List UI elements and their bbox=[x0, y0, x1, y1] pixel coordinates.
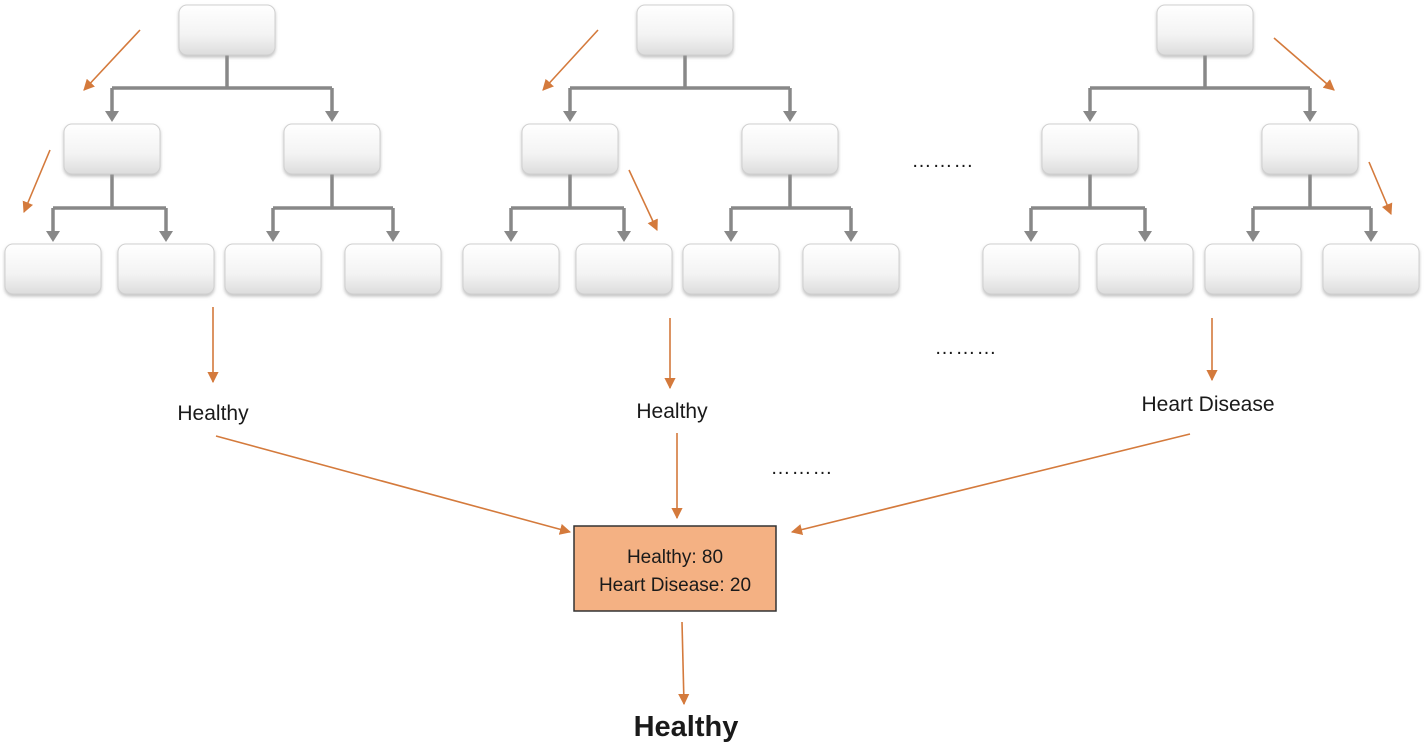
tally-to-final-arrow bbox=[678, 621, 690, 706]
tree-3-vote: Heart Disease bbox=[1141, 393, 1274, 416]
trees-layer bbox=[4, 4, 1420, 295]
tree-1-left-arrow-1-head bbox=[46, 231, 60, 242]
tree-1-leaf-node-2 bbox=[117, 243, 215, 295]
tree-3-right-arrow-2-head bbox=[1364, 231, 1378, 242]
final-prediction: Healthy bbox=[634, 711, 739, 743]
tree-1-internal-node-1 bbox=[63, 123, 161, 175]
tree-1-root-arrow-2-head bbox=[325, 111, 339, 122]
decision-tree-3 bbox=[982, 4, 1420, 295]
tree-1-path-arrow-2 bbox=[22, 149, 51, 214]
tree-1-root-node bbox=[178, 4, 276, 56]
text-layer: Healthy Healthy Heart Disease ……… ……… ……… bbox=[177, 150, 1274, 743]
tree-2-path-arrow-1 bbox=[542, 29, 599, 91]
tree-3-left-arrow-1-head bbox=[1024, 231, 1038, 242]
trees-ellipsis: ……… bbox=[912, 150, 975, 172]
votes-ellipsis: ……… bbox=[935, 337, 998, 359]
tree-3-leaf-node-4 bbox=[1322, 243, 1420, 295]
tree-1-leaf-node-4 bbox=[344, 243, 442, 295]
tree-3-left-arrow-2-head bbox=[1138, 231, 1152, 242]
tree-1-vote: Healthy bbox=[177, 402, 249, 425]
tree-2-leaf-node-1 bbox=[462, 243, 560, 295]
tree-2-left-arrow-1-head bbox=[504, 231, 518, 242]
vote-tally-box bbox=[573, 525, 777, 612]
tree-2-right-arrow-2-head bbox=[844, 231, 858, 242]
tree-2-right-arrow-1-head bbox=[724, 231, 738, 242]
tree-1-path-arrow-1 bbox=[83, 29, 141, 91]
tree-2-internal-node-2 bbox=[741, 123, 839, 175]
tree-1-leaf-node-3 bbox=[224, 243, 322, 295]
tree-2-root-node bbox=[636, 4, 734, 56]
tree-1-left-arrow-2-head bbox=[159, 231, 173, 242]
tree-3-leaf-node-3 bbox=[1204, 243, 1302, 295]
tree-2-leaf-node-2 bbox=[575, 243, 673, 295]
tree-3-internal-node-1 bbox=[1041, 123, 1139, 175]
tree-3-right-arrow-1-head bbox=[1246, 231, 1260, 242]
decision-tree-1 bbox=[4, 4, 442, 295]
tree-2-leaf-node-3 bbox=[682, 243, 780, 295]
tree-2-leaf-node-4 bbox=[802, 243, 900, 295]
tree-1-right-arrow-2-head bbox=[386, 231, 400, 242]
tree-3-leaf-node-1 bbox=[982, 243, 1080, 295]
tree-2-path-arrow-2 bbox=[628, 169, 658, 232]
tree-1-leaf-node-1 bbox=[4, 243, 102, 295]
tree-2-left-arrow-2-head bbox=[617, 231, 631, 242]
tree-3-path-arrow-1 bbox=[1273, 37, 1335, 91]
tree-2-root-arrow-1-head bbox=[563, 111, 577, 122]
tree-3-root-node bbox=[1156, 4, 1254, 56]
tree-1-root-arrow-1-head bbox=[105, 111, 119, 122]
tree-1-right-arrow-1-head bbox=[266, 231, 280, 242]
decision-tree-2 bbox=[462, 4, 900, 295]
tree-2-internal-node-1 bbox=[521, 123, 619, 175]
vote-3-to-tally-arrow bbox=[790, 433, 1191, 536]
tree-2-root-arrow-2-head bbox=[783, 111, 797, 122]
flow-layer bbox=[22, 29, 1393, 706]
tree-3-root-arrow-1-head bbox=[1083, 111, 1097, 122]
aggregate-ellipsis: ……… bbox=[771, 457, 834, 479]
tally-healthy: Healthy: 80 bbox=[627, 547, 723, 568]
tree-3-root-arrow-2-head bbox=[1303, 111, 1317, 122]
tree-3-internal-node-2 bbox=[1261, 123, 1359, 175]
tree-3-leaf-node-2 bbox=[1096, 243, 1194, 295]
tree-1-internal-node-2 bbox=[283, 123, 381, 175]
tally-heart-disease: Heart Disease: 20 bbox=[599, 575, 751, 596]
vote-1-to-tally-arrow bbox=[215, 435, 572, 535]
tree-3-path-arrow-2 bbox=[1368, 161, 1393, 216]
tree-2-vote: Healthy bbox=[636, 400, 708, 423]
